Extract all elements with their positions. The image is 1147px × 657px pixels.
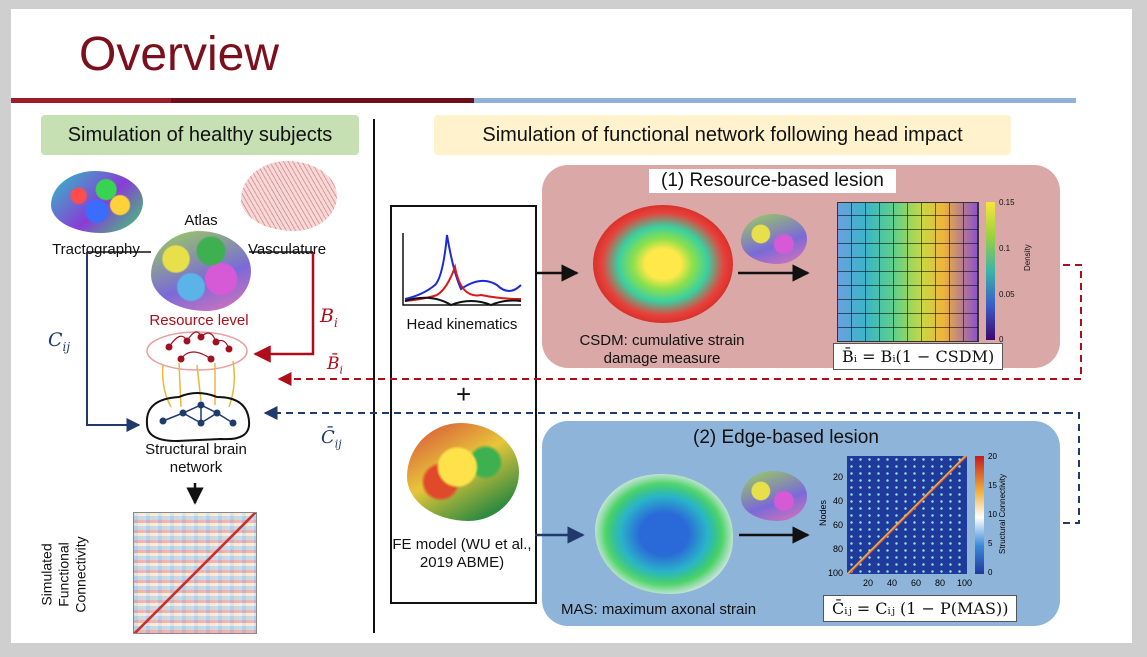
structural-network-nodes — [159, 401, 237, 427]
density-colorbar — [986, 202, 995, 340]
plus-sign: + — [456, 379, 472, 409]
slide: Overview Simulation of healthy subjects … — [11, 9, 1132, 643]
cbar-symbol: C̄ij — [321, 427, 342, 451]
title-rule-darkred — [171, 98, 474, 103]
resource-lesion-title: (1) Resource-based lesion — [649, 169, 896, 193]
title-rule-blue — [474, 98, 1076, 103]
diagram-connectors — [86, 233, 1082, 544]
density-tick-010: 0.1 — [999, 244, 1011, 253]
density-grid — [837, 202, 979, 342]
csdm-brain-map — [593, 205, 733, 323]
mas-brain-image — [595, 474, 733, 594]
bi-symbol: Bi — [320, 305, 338, 330]
conn-tick-5: 5 — [988, 539, 993, 548]
tractography-label: Tractography — [52, 241, 140, 258]
conn-y-tick-80: 80 — [833, 544, 844, 554]
density-tick-015: 0.15 — [999, 198, 1015, 207]
atlas-brain-small-bottom — [741, 471, 807, 521]
conn-y-tick-100: 100 — [828, 568, 844, 578]
atlas-brain-image — [151, 231, 251, 311]
connectivity-matrix — [847, 456, 967, 574]
conn-x-tick-100: 100 — [957, 578, 973, 588]
conn-tick-10: 10 — [988, 510, 997, 519]
bbar-symbol: B̄i — [327, 354, 344, 377]
section-divider — [373, 119, 375, 633]
density-tick-005: 0.05 — [999, 290, 1015, 299]
tractography-brain-image — [51, 171, 143, 233]
fe-model-label: FE model (WU et al., 2019 ABME) — [392, 536, 532, 571]
model-box — [390, 205, 537, 604]
conn-x-tick-20: 20 — [863, 578, 874, 588]
density-tick-0: 0 — [999, 335, 1004, 344]
slide-title: Overview — [79, 28, 280, 81]
csdm-label: CSDM: cumulative strain damage measure — [579, 332, 745, 367]
resource-level-nodes — [165, 331, 233, 363]
resource-level-label: Resource level — [149, 312, 249, 329]
fe-model-image — [407, 423, 519, 521]
head-kinematics-plot — [402, 233, 522, 307]
head-kinematics-label: Head kinematics — [406, 316, 518, 333]
conn-y-tick-60: 60 — [833, 520, 844, 530]
conn-x-tick-60: 60 — [911, 578, 922, 588]
resource-network-links — [161, 360, 236, 408]
conn-x-tick-40: 40 — [887, 578, 898, 588]
connectivity-colorbar — [975, 456, 984, 574]
tractography-to-network-arrow — [86, 252, 141, 432]
resource-level-outline — [146, 331, 248, 371]
structural-network-outline — [145, 392, 251, 443]
healthy-subjects-header: Simulation of healthy subjects — [41, 115, 359, 155]
resource-feedback-dashed-arrow — [277, 264, 1082, 386]
mas-label: MAS: maximum axonal strain — [561, 601, 757, 618]
edge-formula: C̄ᵢⱼ = Cᵢⱼ (1 − P(MAS)) — [823, 595, 1018, 622]
head-impact-header: Simulation of functional network followi… — [434, 115, 1011, 155]
conn-tick-0: 0 — [988, 568, 993, 577]
cij-symbol: Cij — [48, 329, 71, 354]
resource-formula: B̄ᵢ = Bᵢ(1 − CSDM) — [833, 343, 1004, 370]
atlas-brain-small-top — [741, 214, 807, 264]
vasculature-brain-image — [241, 161, 337, 231]
vasculature-label: Vasculature — [247, 241, 327, 258]
edge-lesion-title: (2) Edge-based lesion — [693, 427, 879, 449]
conn-y-tick-40: 40 — [833, 496, 844, 506]
edge-feedback-dashed-arrow — [263, 406, 1080, 524]
atlas-label: Atlas — [184, 212, 218, 229]
structural-network-label: Structural brain network — [145, 441, 247, 476]
conn-tick-20: 20 — [988, 452, 997, 461]
conn-y-tick-20: 20 — [833, 472, 844, 482]
simulated-fc-matrix — [133, 512, 257, 634]
conn-tick-15: 15 — [988, 481, 997, 490]
conn-x-tick-80: 80 — [935, 578, 946, 588]
title-rule-red — [11, 98, 171, 103]
vasculature-to-resource-arrow — [253, 252, 315, 363]
